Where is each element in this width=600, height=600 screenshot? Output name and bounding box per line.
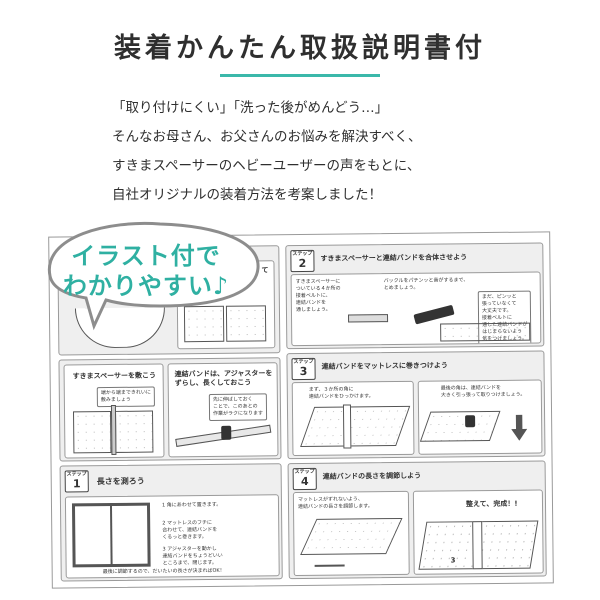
step2-body: すきまスペーサーに ついている４か所の 接着ベルトに、 連結バンドを 通しましょ… xyxy=(290,271,542,347)
band-strap xyxy=(472,521,483,570)
step-number: 4 xyxy=(300,474,309,489)
step4-done: 整えて、完成！! xyxy=(465,499,518,509)
intro-line: すきまスペーサーのヘビーユーザーの声をもとに、 xyxy=(112,158,421,174)
buckle-icon xyxy=(413,304,455,325)
mattress-illustration xyxy=(419,410,501,442)
page-title: 装着かんたん取扱説明書付 xyxy=(114,33,486,64)
item-number: 3 xyxy=(162,546,166,553)
step3-note2: 最後の角は、連結バンドを 大きく引っ張って取りつけましょう。 xyxy=(440,384,526,399)
mattress-illustration xyxy=(300,517,403,556)
buckle-icon xyxy=(221,425,232,440)
intro-line: そんなお母さん、お父さんのお悩みを解決すべく、 xyxy=(112,129,422,145)
arrow-down-icon xyxy=(511,415,527,441)
spacer-title: すきまスペーサーを敷こう xyxy=(72,371,157,381)
buckle-icon xyxy=(465,415,476,428)
band-title: 連結バンドは、アジャスターを ずらし、長くしておこう xyxy=(174,369,273,388)
step3-right: 最後の角は、連結バンドを 大きく引っ張って取りつけましょう。 xyxy=(417,379,543,455)
step4-note1: マットレスがずれないよう、 連結バンドの長さを調節します。 xyxy=(297,496,373,511)
item-number: 1 xyxy=(161,502,166,509)
panel-spacer-band: すきまスペーサーを敷こう 端から端まできれいに 敷みましょう 連結バンドは、アジ… xyxy=(58,357,282,462)
speech-bubble-shape xyxy=(47,221,260,331)
step3-left: まず、３か所の角に 連結バンドをひっかけます。 xyxy=(291,380,415,457)
panel-spacer: すきまスペーサーを敷こう 端から端まできれいに 敷みましょう xyxy=(63,363,165,459)
item-text: アジャスターを動かし 連結バンドをちょうどいい ところまで、閉じます。 xyxy=(162,545,223,567)
double-arrow-icon xyxy=(314,564,345,567)
panel-step1: ステップ 1 長さを測ろう 1 角にあわせて置きます。 2 マットレスのフチに … xyxy=(59,463,283,582)
panel-step2: ステップ 2 すきまスペーサーと連結バンドを合体させよう すきまスペーサーに つ… xyxy=(285,242,545,350)
step4-title: 連結バンドの長さを調節しよう xyxy=(322,471,422,481)
belt-illustration xyxy=(348,314,389,323)
step1-footer: 最後に調節するので、だいたいの長さが決まればOK！ xyxy=(102,567,225,576)
step1-title: 長さを測ろう xyxy=(96,476,145,487)
panel-step3: ステップ 3 連結バンドをマットレスに巻きつけよう まず、３か所の角に 連結バン… xyxy=(286,350,546,460)
band-note: 先に伸ばしておく ことで、このあとの 作業がラクになります xyxy=(208,393,268,421)
step1-item2: 2 マットレスのフチに 合わせて、連結バンドを くるっと巻きます。 xyxy=(162,520,217,542)
step1-item1: 1 角にあわせて置きます。 xyxy=(162,502,221,510)
intro-line: 「取り付けにくい」「洗った後がめんどう…」 xyxy=(112,100,389,116)
step-number: 1 xyxy=(72,477,81,491)
mattress-illustration xyxy=(300,405,411,448)
mattress-illustration xyxy=(114,410,154,453)
step2-note1: すきまスペーサーに ついている４か所の 接着ベルトに、 連結バンドを 通しましょ… xyxy=(295,278,341,314)
step4-left: マットレスがずれないよう、 連結バンドの長さを調節します。 xyxy=(292,490,410,577)
spacer-strip xyxy=(110,404,117,455)
bubble-line-1: イラスト付で xyxy=(71,242,221,270)
band-strap xyxy=(342,404,352,449)
spacer-note: 端から端まできれいに 敷みましょう xyxy=(96,386,155,408)
intro-text: 「取り付けにくい」「洗った後がめんどう…」 そんなお母さん、お父さんのお悩みを解… xyxy=(112,94,532,210)
step4-number: 3 xyxy=(450,556,456,565)
item-number: 2 xyxy=(162,520,166,527)
step3-note1: まず、３か所の角に 連結バンドをひっかけます。 xyxy=(308,386,374,400)
bubble-line-2: わかりやすい♪ xyxy=(62,272,230,300)
panel-step4: ステップ 4 連結バンドの長さを調節しよう マットレスがずれないよう、 連結バン… xyxy=(287,460,547,580)
speech-bubble: イラスト付で わかりやすい♪ xyxy=(20,214,272,332)
item-text: 角にあわせて置きます。 xyxy=(166,501,222,509)
step-badge: ステップ 1 xyxy=(64,470,89,493)
step-badge: ステップ 2 xyxy=(290,249,315,273)
step-badge: ステップ 3 xyxy=(291,357,316,381)
step-number: 3 xyxy=(299,364,308,379)
intro-line: 自社オリジナルの装着方法を考案しました！ xyxy=(112,187,382,203)
panel-band: 連結バンドは、アジャスターを ずらし、長くしておこう 先に伸ばしておく ことで、… xyxy=(167,362,279,458)
step3-title: 連結バンドをマットレスに巻きつけよう xyxy=(321,361,448,371)
step1-body: 1 角にあわせて置きます。 2 マットレスのフチに 合わせて、連結バンドを くる… xyxy=(64,494,280,579)
step1-item3: 3 アジャスターを動かし 連結バンドをちょうどいい ところまで、閉じます。 xyxy=(162,546,222,568)
step4-right: 整えて、完成！! 3 xyxy=(412,489,544,575)
step2-title: すきまスペーサーと連結バンドを合体させよう xyxy=(320,253,468,263)
mattress-illustration xyxy=(73,410,112,454)
step-number: 2 xyxy=(298,256,307,271)
item-text: マットレスのフチに 合わせて、連結バンドを くるっと巻きます。 xyxy=(162,519,218,541)
step-badge: ステップ 4 xyxy=(292,467,317,491)
title-underline xyxy=(220,74,380,77)
mattress-illustration xyxy=(440,322,531,342)
step2-note2: バックルをパチンッと音がするまで、 とめましょう。 xyxy=(383,277,469,292)
